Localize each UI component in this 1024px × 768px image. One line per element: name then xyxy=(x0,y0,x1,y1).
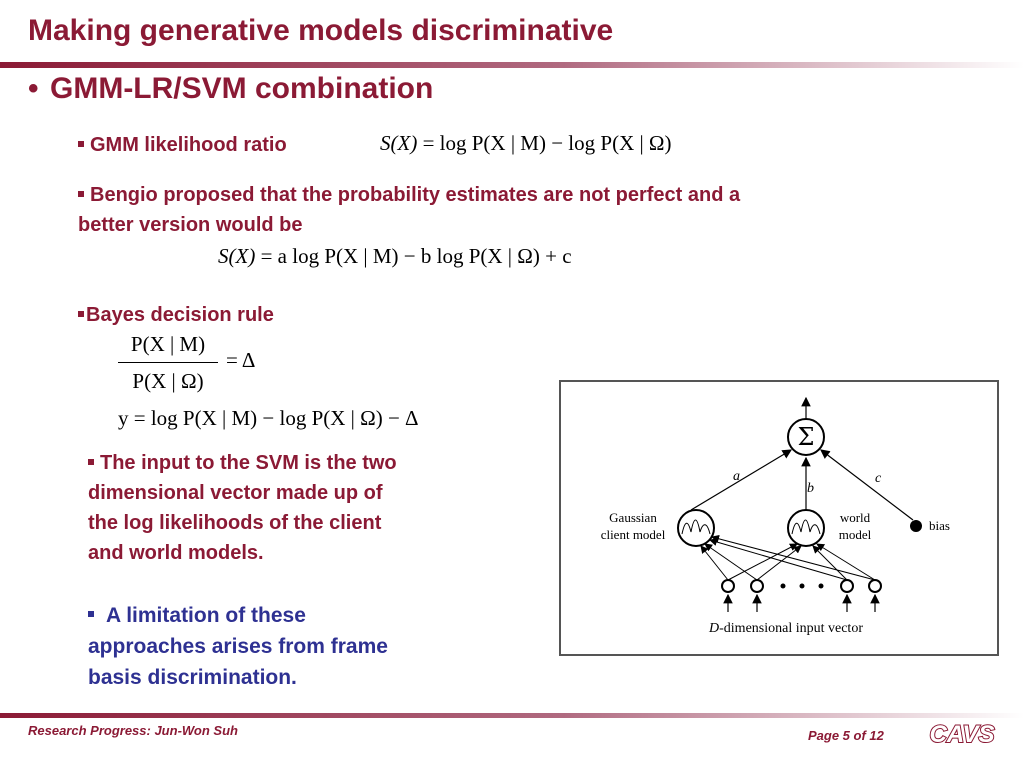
weight-b-label: b xyxy=(807,481,814,496)
footer-author: Research Progress: Jun-Won Suh xyxy=(28,723,238,738)
bengio-bullet: Bengio proposed that the probability est… xyxy=(78,180,958,240)
edge-a xyxy=(690,449,793,511)
input-label-rest: -dimensional input vector xyxy=(719,621,863,636)
input-vector-label: D-dimensional input vector xyxy=(708,621,863,636)
fraction-bar xyxy=(118,362,218,363)
bullet-dot: • xyxy=(28,72,39,105)
fraction-denominator: P(X | Ω) xyxy=(132,369,204,393)
input-feed-arrows xyxy=(723,593,880,612)
svm-line-3: the log likelihoods of the client xyxy=(88,512,382,534)
square-bullet-icon xyxy=(78,140,84,147)
square-bullet-icon xyxy=(88,458,94,465)
edge-c xyxy=(820,449,914,521)
main-bullet-text: GMM-LR/SVM combination xyxy=(50,72,434,105)
svm-line-2: dimensional vector made up of xyxy=(88,482,383,504)
cavs-logo: CAVS xyxy=(922,718,1002,755)
gaussian-label-1: Gaussian xyxy=(609,510,657,525)
gaussian-client-node xyxy=(677,509,715,547)
input-nodes xyxy=(721,579,882,593)
equation-gmm-ratio: S(X) = log P(X | M) − log P(X | Ω) xyxy=(380,131,672,156)
svm-line-1: The input to the SVM is the two xyxy=(100,452,397,474)
square-bullet-icon xyxy=(78,310,84,317)
gmm-svm-diagram: Σ a b c Gaussian client model world mode… xyxy=(559,380,999,656)
cavs-logo-text: CAVS xyxy=(930,721,995,748)
main-bullet: • GMM-LR/SVM combination xyxy=(28,72,433,106)
equation-decision: y = log P(X | M) − log P(X | Ω) − Δ xyxy=(118,406,419,430)
page-number: Page 5 of 12 xyxy=(808,728,884,743)
limitation-line-3: basis discrimination. xyxy=(88,666,297,689)
eq2-rhs: = a log P(X | M) − b log P(X | Ω) + c xyxy=(260,244,572,268)
slide-title: Making generative models discriminative xyxy=(28,14,614,47)
bias-label: bias xyxy=(929,518,950,533)
gaussian-curve-icon xyxy=(681,519,711,535)
equation-bengio: S(X) = a log P(X | M) − b log P(X | Ω) +… xyxy=(218,244,572,269)
limitation-line-2: approaches arises from frame xyxy=(88,635,388,658)
bayes-label: Bayes decision rule xyxy=(86,304,274,326)
sum-icon: Σ xyxy=(798,423,815,451)
title-divider xyxy=(0,62,1024,68)
footer-divider xyxy=(0,713,1024,718)
world-label-2: model xyxy=(839,527,872,542)
world-curve-icon xyxy=(791,519,821,535)
world-label-1: world xyxy=(840,510,871,525)
gmm-bullet: GMM likelihood ratio xyxy=(78,134,287,157)
weight-a-label: a xyxy=(733,469,740,484)
fraction-numerator: P(X | M) xyxy=(130,332,206,356)
gmm-label: GMM likelihood ratio xyxy=(90,134,287,156)
diagram-svg: Σ a b c Gaussian client model world mode… xyxy=(601,396,950,636)
svm-input-bullet: The input to the SVM is the two dimensio… xyxy=(88,448,397,568)
world-model-node xyxy=(787,509,825,547)
bengio-line-1: Bengio proposed that the probability est… xyxy=(90,184,741,206)
square-bullet-icon xyxy=(78,190,84,197)
bengio-line-2: better version would be xyxy=(78,214,303,236)
eq1-rhs: = log P(X | M) − log P(X | Ω) xyxy=(422,131,672,155)
input-edges xyxy=(700,534,876,581)
gaussian-label-2: client model xyxy=(601,527,666,542)
limitation-bullet: A limitation of these approaches arises … xyxy=(88,600,388,693)
square-bullet-icon xyxy=(88,611,94,618)
eq2-lhs: S(X) xyxy=(218,244,256,268)
eq1-lhs: S(X) xyxy=(380,131,418,155)
bias-node xyxy=(910,520,922,532)
input-label-d: D xyxy=(708,621,719,636)
fraction-rhs: = Δ xyxy=(226,348,256,372)
limitation-line-1: A limitation of these xyxy=(106,604,306,627)
bayes-bullet: Bayes decision rule xyxy=(78,304,274,327)
svm-line-4: and world models. xyxy=(88,542,264,564)
weight-c-label: c xyxy=(875,471,882,486)
